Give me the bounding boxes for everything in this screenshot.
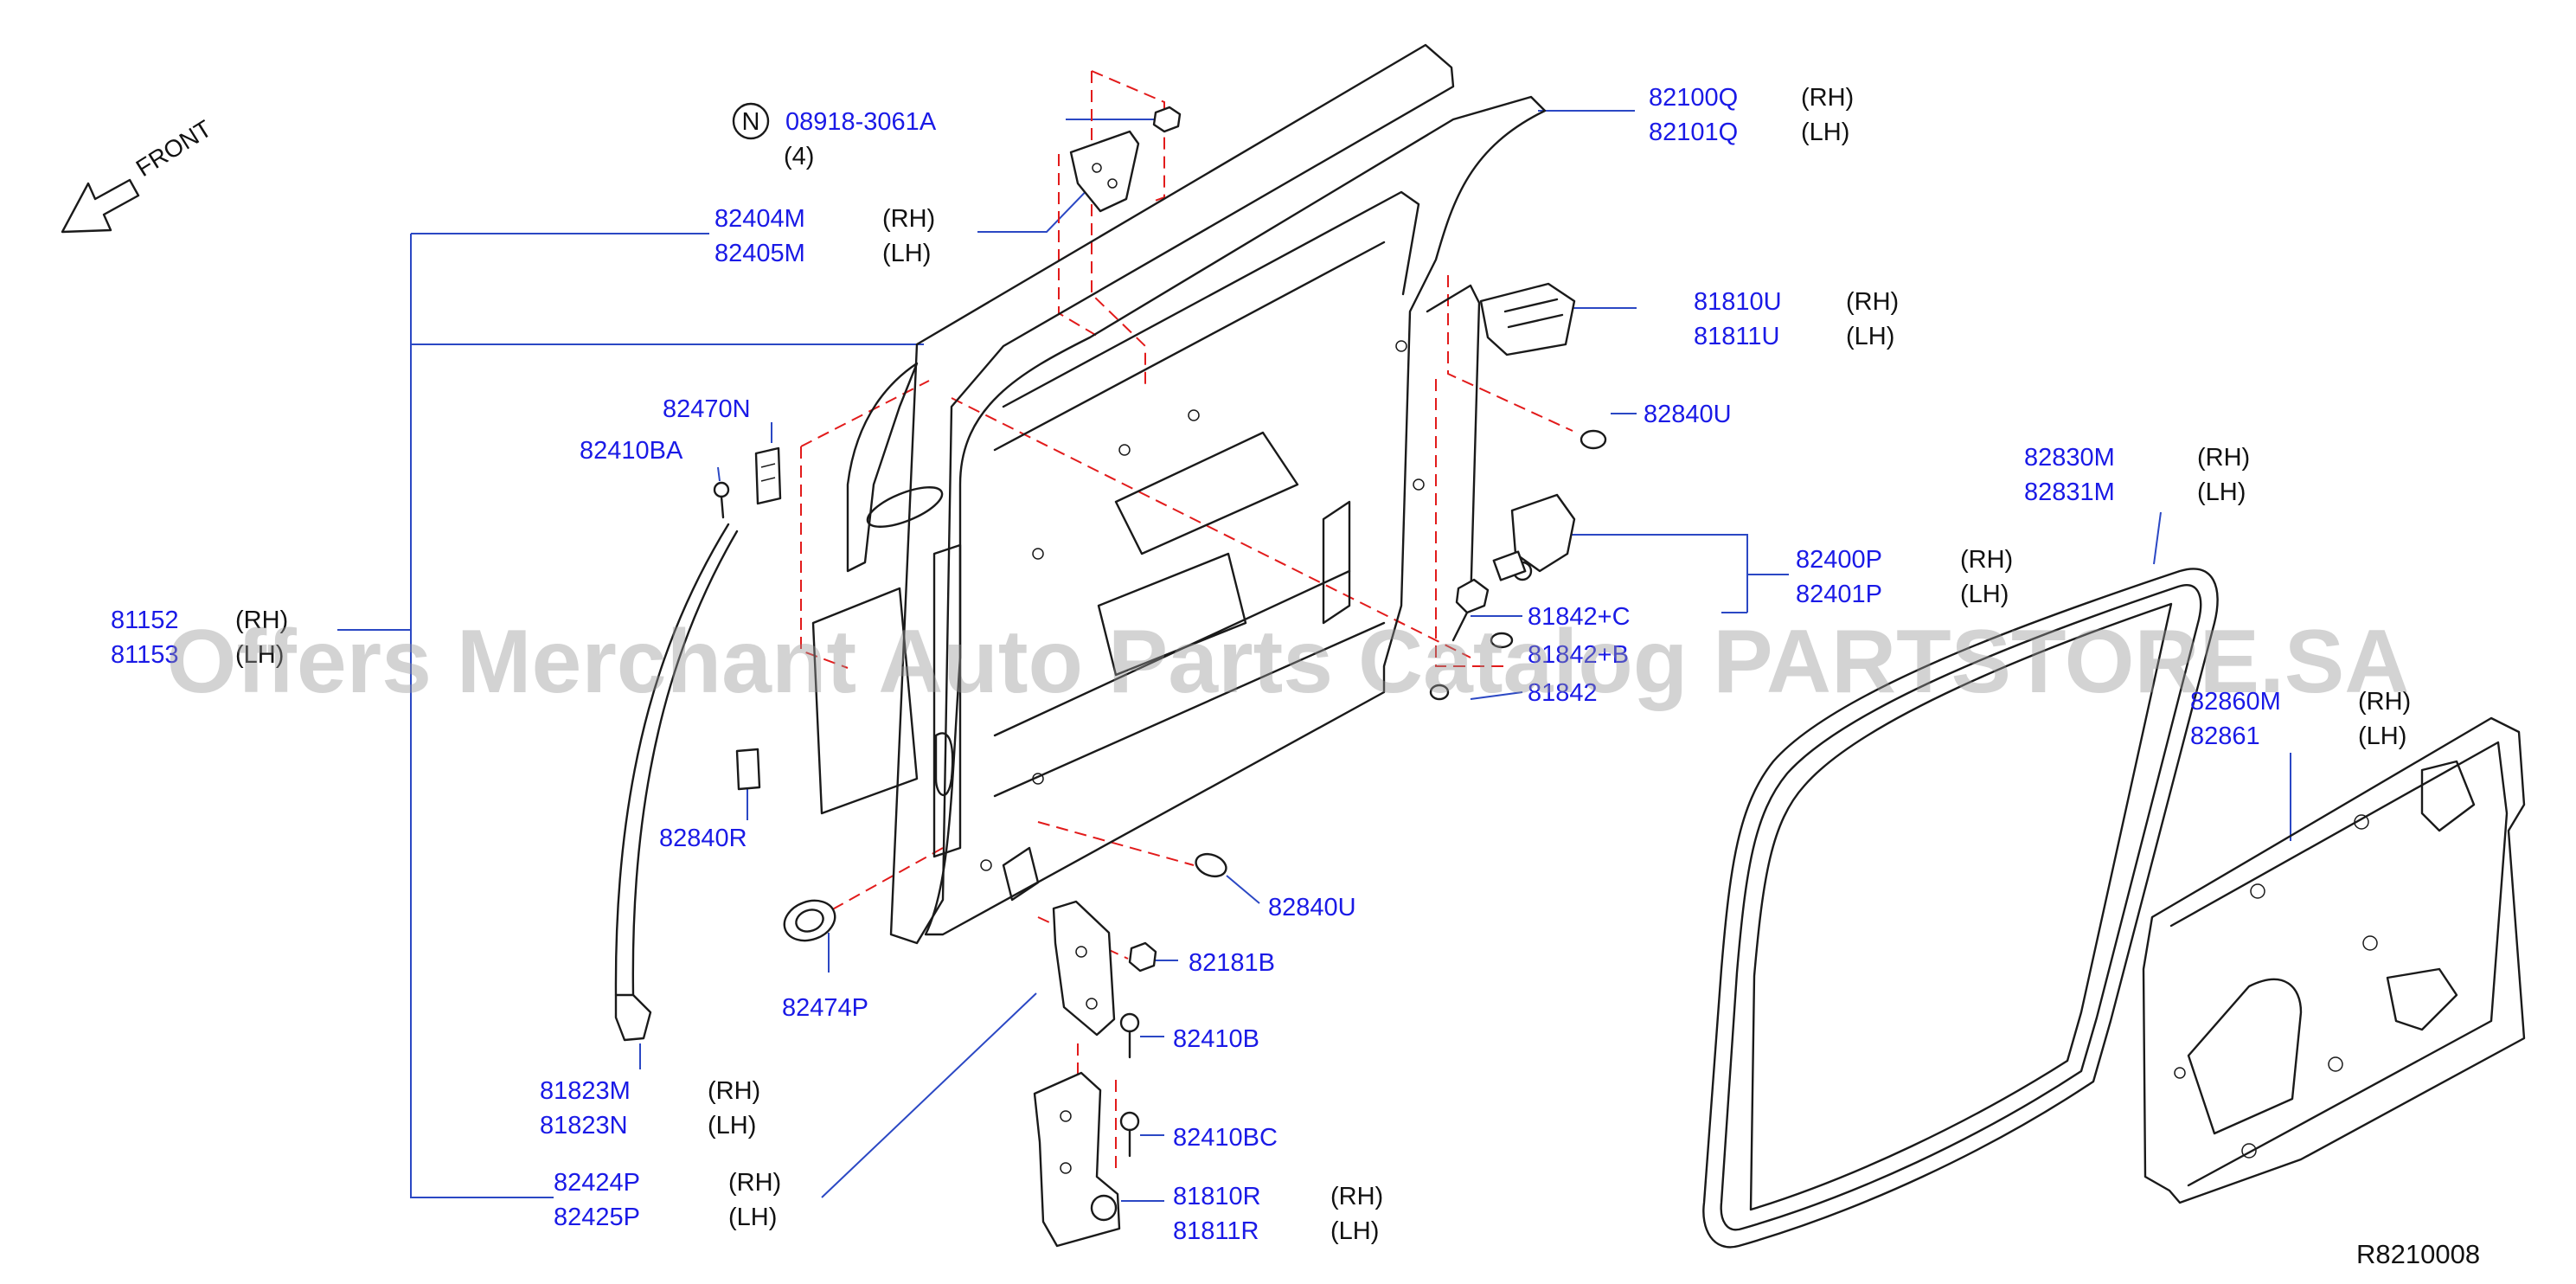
part-number-81823n[interactable]: 81823N [540,1112,628,1140]
part-number-82181b[interactable]: 82181B [1189,949,1275,977]
part-number-82861[interactable]: 82861 [2190,722,2260,750]
part-number-82410bc[interactable]: 82410BC [1173,1124,1278,1152]
part-number-81152[interactable]: 81152 [111,607,179,634]
part-number-82840u-lower[interactable]: 82840U [1268,894,1356,921]
svg-text:(LH): (LH) [2358,722,2406,750]
svg-text:(RH): (RH) [1846,288,1899,316]
svg-text:(RH): (RH) [728,1169,781,1197]
part-number-82100q[interactable]: 82100Q [1649,84,1738,112]
part-number-81823m[interactable]: 81823M [540,1077,631,1105]
svg-text:(RH): (RH) [708,1077,760,1105]
part-number-82101q[interactable]: 82101Q [1649,119,1738,146]
svg-text:(LH): (LH) [728,1204,777,1231]
svg-text:(LH): (LH) [708,1112,756,1140]
part-number-82831m[interactable]: 82831M [2024,478,2115,506]
part-number-82400p[interactable]: 82400P [1796,546,1882,574]
part-number-82470n[interactable]: 82470N [663,395,751,423]
front-direction-indicator: FRONT [61,115,216,234]
svg-text:(LH): (LH) [2197,478,2246,506]
part-number-82830m[interactable]: 82830M [2024,444,2115,472]
door-shell [811,43,1547,945]
part-number-82474p[interactable]: 82474P [782,994,868,1022]
part-number-82410ba[interactable]: 82410BA [580,437,683,465]
part-number-82424p[interactable]: 82424P [554,1169,640,1197]
leader-lines [337,110,2291,1202]
part-number-81153[interactable]: 81153 [111,641,179,669]
svg-text:(RH): (RH) [235,607,288,634]
n-symbol-icon [732,102,770,140]
svg-text:(LH): (LH) [235,641,284,669]
part-number-82401p[interactable]: 82401P [1796,581,1882,608]
svg-text:(RH): (RH) [1960,546,2013,574]
svg-text:(RH): (RH) [882,205,935,233]
svg-text:(RH): (RH) [2197,444,2250,472]
part-number-81842-c[interactable]: 81842+C [1528,603,1631,631]
weatherstrip-loop [1702,568,2219,1249]
callout-labels: N 08918-3061A (4) 82100Q (RH) 82101Q (LH… [111,84,2480,1269]
svg-text:(LH): (LH) [882,240,931,267]
svg-text:(LH): (LH) [1801,119,1849,146]
door-trim-panel [2142,716,2526,1204]
small-parts [614,106,1607,1248]
reference-code: R8210008 [2356,1239,2480,1269]
part-number-82425p[interactable]: 82425P [554,1204,640,1231]
part-number-82410b[interactable]: 82410B [1173,1025,1259,1053]
part-number-08918-3061a[interactable]: 08918-3061A [785,108,937,136]
svg-text:(LH): (LH) [1846,323,1894,350]
part-number-81842-b[interactable]: 81842+B [1528,641,1629,669]
part-number-82405m[interactable]: 82405M [714,240,805,267]
part-number-81811u[interactable]: 81811U [1694,323,1779,350]
svg-text:(RH): (RH) [2358,688,2411,716]
part-number-81810u[interactable]: 81810U [1694,288,1782,316]
watermark: Offers Merchant Auto Parts Catalog PARTS… [167,612,2410,712]
front-label: FRONT [131,115,216,182]
quantity-note: (4) [784,143,814,170]
svg-text:(RH): (RH) [1801,84,1854,112]
part-number-82840u-upper[interactable]: 82840U [1644,401,1732,428]
part-number-82840r[interactable]: 82840R [659,825,747,852]
part-number-82860m[interactable]: 82860M [2190,688,2281,716]
part-number-81810r[interactable]: 81810R [1173,1183,1261,1210]
svg-text:(RH): (RH) [1330,1183,1383,1210]
svg-text:N: N [742,108,760,136]
svg-text:(LH): (LH) [1960,581,2009,608]
part-number-82404m[interactable]: 82404M [714,205,805,233]
part-number-81811r[interactable]: 81811R [1173,1217,1259,1245]
svg-text:(LH): (LH) [1330,1217,1379,1245]
part-number-81842[interactable]: 81842 [1528,679,1598,707]
